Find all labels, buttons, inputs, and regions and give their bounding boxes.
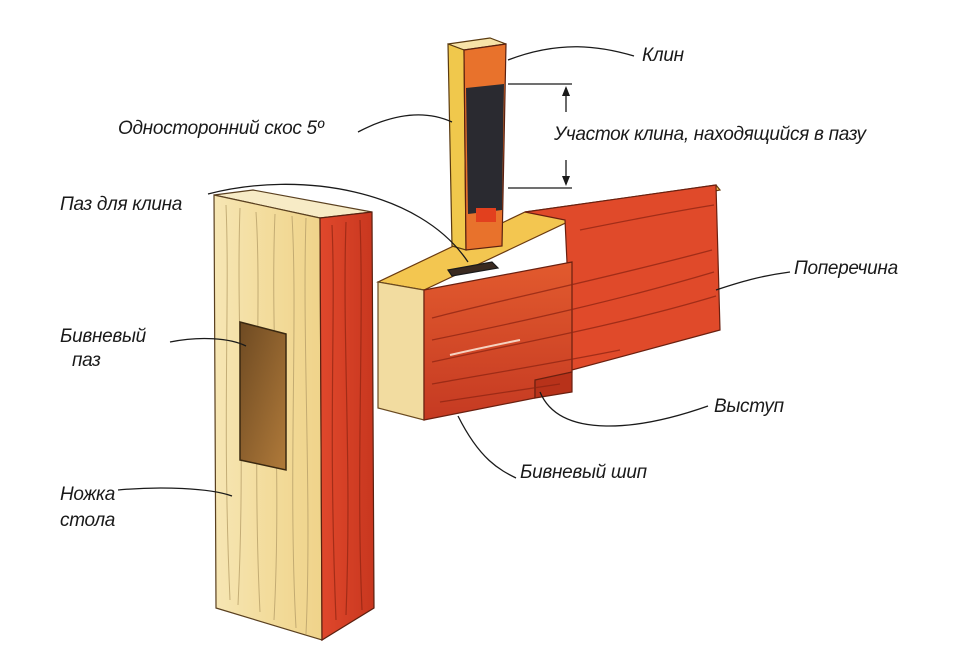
crossbar-grain bbox=[431, 204, 717, 403]
crossbar-upper-side bbox=[524, 184, 721, 371]
label-crossbar: Поперечина bbox=[794, 258, 898, 279]
table-leg bbox=[213, 189, 375, 642]
wedge-front bbox=[447, 43, 467, 251]
label-one-sided-bevel: Односторонний скос 5º bbox=[118, 118, 324, 139]
leader-crossbar bbox=[715, 271, 791, 291]
leader-tenon bbox=[457, 415, 517, 479]
dim-arrows bbox=[562, 86, 570, 186]
tenon-end-face bbox=[377, 281, 425, 421]
leader-mortise bbox=[169, 337, 247, 347]
leader-wedge bbox=[507, 46, 635, 61]
tusk-mortise bbox=[239, 321, 287, 471]
label-tusk-mortise-line2: паз bbox=[72, 350, 101, 371]
label-tusk-mortise-line1: Бивневый bbox=[60, 326, 146, 347]
wedge-notch bbox=[476, 208, 496, 222]
leader-slot bbox=[207, 183, 469, 263]
label-shoulder: Выступ bbox=[714, 396, 784, 417]
leader-lines bbox=[117, 46, 791, 497]
wedge-dark-section bbox=[466, 84, 504, 214]
crossbar bbox=[376, 184, 722, 421]
highlight bbox=[449, 339, 521, 356]
wedge bbox=[447, 37, 507, 251]
leg-side-grain bbox=[331, 219, 363, 621]
tenon-side-face bbox=[423, 261, 573, 421]
wedge-slot bbox=[446, 261, 500, 277]
leader-leg bbox=[117, 487, 233, 497]
label-table-leg-line2: стола bbox=[60, 510, 116, 531]
leader-bevel bbox=[357, 114, 453, 133]
label-wedge: Клин bbox=[642, 45, 684, 66]
leader-shoulder bbox=[539, 391, 709, 427]
label-wedge-in-slot: Участок клина, находящийся в пазу bbox=[554, 124, 866, 145]
label-wedge-slot: Паз для клина bbox=[60, 194, 183, 215]
label-tusk-tenon: Бивневый шип bbox=[520, 462, 647, 483]
label-table-leg-line1: Ножка bbox=[60, 484, 115, 505]
